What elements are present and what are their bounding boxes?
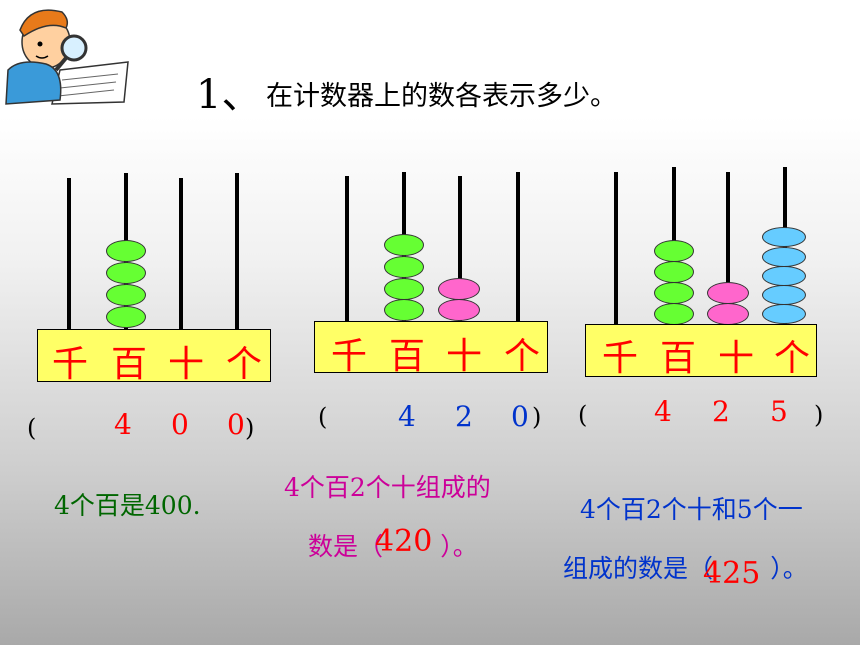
rod-tens <box>458 176 462 322</box>
digit-hundreds: 4 <box>654 395 672 428</box>
label-thousands: 千 <box>52 344 89 385</box>
label-tens: 十 <box>168 344 205 385</box>
label-tens: 十 <box>446 336 483 377</box>
bead-hundreds <box>654 240 694 262</box>
label-hundreds: 百 <box>660 338 697 379</box>
boy-with-magnifier-icon <box>0 0 132 108</box>
caption-2-suffix: ）。 <box>440 532 478 561</box>
rod-thousands <box>345 176 349 322</box>
digit-tens: 0 <box>171 408 189 441</box>
bead-tens <box>438 278 480 300</box>
rod-tens <box>726 172 730 325</box>
question-text: 在计数器上的数各表示多少。 <box>266 81 617 112</box>
caption-3-prefix: 组成的数是（ <box>563 554 714 583</box>
caption-2-prefix: 数是（ <box>308 532 384 561</box>
label-hundreds: 百 <box>111 344 148 385</box>
caption-3-suffix: ）。 <box>770 554 808 583</box>
abacus-base <box>585 324 817 377</box>
bead-ones <box>762 304 806 324</box>
bead-hundreds <box>654 261 694 283</box>
answer-3: 425 <box>703 556 761 585</box>
open-paren: ( <box>27 414 37 442</box>
answer-2: 420 <box>375 524 433 559</box>
rod-tens <box>179 178 183 330</box>
digit-tens: 2 <box>455 400 473 433</box>
bead-hundreds <box>106 284 146 306</box>
bead-hundreds <box>106 262 146 284</box>
close-paren: ) <box>532 403 542 431</box>
bead-tens <box>707 303 749 325</box>
rod-thousands <box>614 172 618 325</box>
bead-hundreds <box>654 303 694 325</box>
rod-thousands <box>67 178 71 330</box>
close-paren: ) <box>245 414 255 442</box>
digit-tens: 2 <box>712 395 730 428</box>
caption-3-line-2: 组成的数是（425 ）。 <box>563 549 860 585</box>
bead-ones <box>762 285 806 305</box>
bead-tens <box>438 299 480 321</box>
bead-ones <box>762 227 806 247</box>
digit-ones: 0 <box>511 400 529 433</box>
digit-ones: 0 <box>227 408 245 441</box>
rod-ones <box>516 172 520 322</box>
label-tens: 十 <box>718 338 755 379</box>
abacus-base <box>37 329 271 382</box>
bead-hundreds <box>106 306 146 328</box>
label-thousands: 千 <box>602 338 639 379</box>
open-paren: ( <box>318 403 328 431</box>
bead-ones <box>762 247 806 267</box>
bead-hundreds <box>384 234 424 256</box>
caption-3-line-1: 4个百2个十和5个一 <box>580 495 803 524</box>
digit-hundreds: 4 <box>398 400 416 433</box>
label-ones: 个 <box>504 336 541 377</box>
bead-hundreds <box>654 282 694 304</box>
caption-2-line-1: 4个百2个十组成的 <box>284 473 491 502</box>
digit-hundreds: 4 <box>114 408 132 441</box>
bead-hundreds <box>106 240 146 262</box>
open-paren: ( <box>578 401 588 429</box>
label-thousands: 千 <box>331 336 368 377</box>
bead-ones <box>762 266 806 286</box>
bead-hundreds <box>384 256 424 278</box>
label-hundreds: 百 <box>389 336 426 377</box>
close-paren: ) <box>814 401 824 429</box>
bead-hundreds <box>384 278 424 300</box>
bead-tens <box>707 282 749 304</box>
caption-2-line-2: 数是（420）。 <box>308 524 478 563</box>
abacus-base <box>314 321 548 373</box>
caption-1: 4个百是400. <box>54 491 201 520</box>
rod-ones <box>235 173 239 330</box>
label-ones: 个 <box>774 338 811 379</box>
digit-ones: 5 <box>770 395 788 428</box>
bead-hundreds <box>384 299 424 321</box>
question-number: 1、 <box>196 72 262 118</box>
label-ones: 个 <box>226 344 263 385</box>
